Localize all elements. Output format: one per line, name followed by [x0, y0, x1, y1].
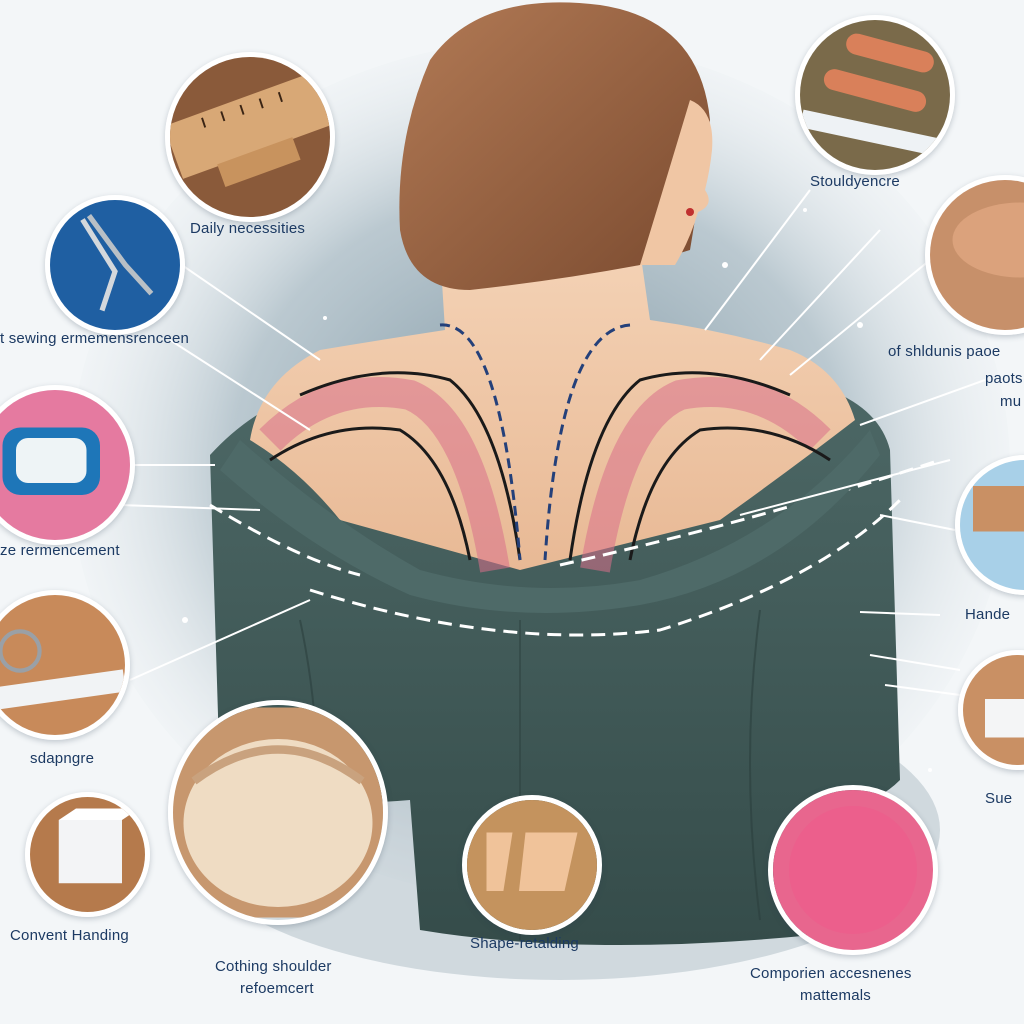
label-clothing-shoulder-1: Cothing shoulder: [215, 958, 332, 975]
felt-pads-tape-icon: [795, 15, 955, 175]
triangle-pads-icon: [462, 795, 602, 935]
label-shapingre: sdapngre: [30, 750, 95, 767]
blue-case-icon: [0, 385, 135, 545]
label-shouldyencre: Stouldyencre: [810, 173, 900, 190]
rings-tape-icon: [0, 590, 130, 740]
tweezers-icon: [45, 195, 185, 335]
label-size-reinforcement: ze rermencement: [0, 542, 120, 559]
label-convent-handing: Convent Handing: [10, 927, 129, 944]
ruler-closeup-icon: [165, 52, 335, 222]
shoulder-pad-cup-icon: [168, 700, 388, 925]
label-shape-retaining: Shape-retalding: [470, 935, 579, 952]
label-shoulder-pads-2: paots: [985, 370, 1023, 387]
pink-round-pad-icon: [768, 785, 938, 955]
label-hande: Hande: [965, 606, 1011, 623]
label-daily-necessities: Daily necessities: [190, 220, 306, 237]
label-sue: Sue: [985, 790, 1013, 807]
label-companion-1: Comporien accesnenes: [750, 965, 912, 982]
label-clothing-shoulder-2: refoemcert: [240, 980, 314, 997]
label-shoulder-pads-3: mu: [1000, 393, 1022, 410]
foam-cube-icon: [25, 792, 150, 917]
label-companion-2: mattemals: [800, 987, 871, 1004]
label-shoulder-pads: of shldunis paoe: [888, 343, 1001, 360]
label-sewing: t sewing ermemensrenceen: [0, 330, 190, 347]
